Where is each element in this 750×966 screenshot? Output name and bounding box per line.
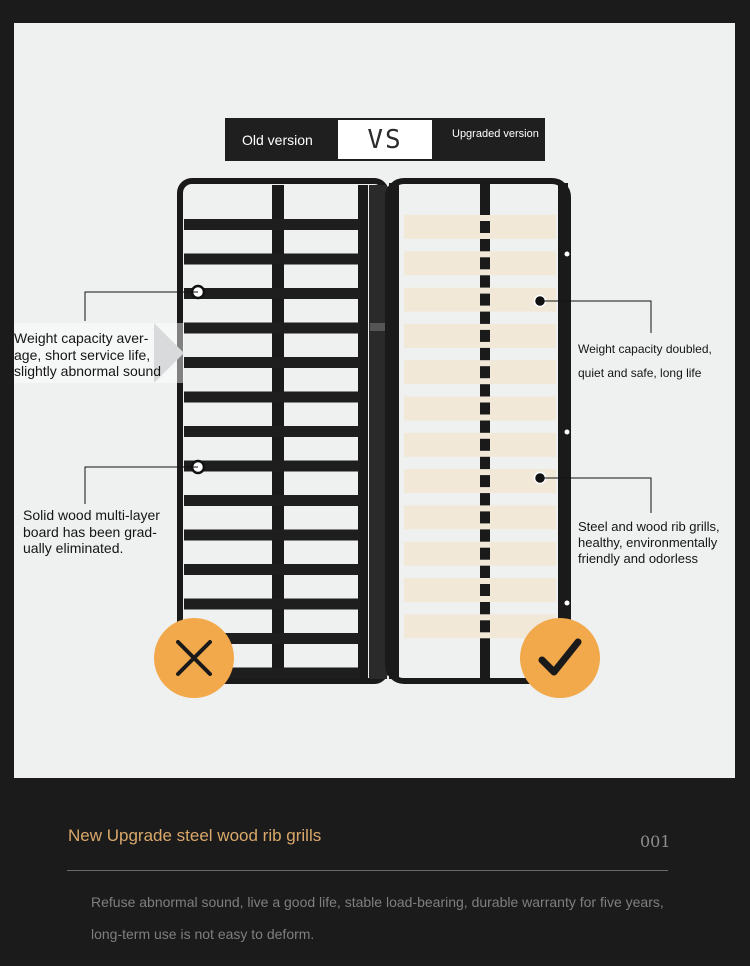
upgraded-version-label: Upgraded version xyxy=(452,128,539,140)
slat-clip xyxy=(480,475,490,488)
old-version-badge xyxy=(154,618,234,698)
slat-clip xyxy=(480,511,490,524)
old-weight-callout: Weight capacity aver- age, short service… xyxy=(14,330,162,379)
footer-title: New Upgrade steel wood rib grills xyxy=(68,826,322,845)
checkmark-icon xyxy=(538,638,582,676)
old-wood-callout: Solid wood multi-layer board has been gr… xyxy=(23,507,160,556)
vs-label: VS xyxy=(338,120,432,159)
bed-frame-illustration xyxy=(14,178,652,684)
slat-clip xyxy=(480,620,490,633)
divider xyxy=(67,870,668,871)
slat-clip xyxy=(480,584,490,596)
old-version-label: Old version xyxy=(242,132,313,148)
footer-description: Refuse abnormal sound, live a good life,… xyxy=(91,894,664,942)
new-frame xyxy=(385,178,652,684)
slat-clip xyxy=(480,547,490,560)
slat-clip xyxy=(480,366,490,379)
new-weight-callout: Weight capacity doubled, quiet and safe,… xyxy=(578,342,712,380)
new-version-badge xyxy=(520,618,600,698)
slat-clip xyxy=(480,438,490,451)
slat-clip xyxy=(480,221,490,233)
old-slat xyxy=(184,633,360,644)
new-material-callout: Steel and wood rib grills, healthy, envi… xyxy=(578,519,720,566)
old-slat xyxy=(184,667,360,679)
old-slat xyxy=(184,460,360,472)
old-slat xyxy=(184,391,360,403)
slat-clip xyxy=(480,329,490,342)
old-slat xyxy=(184,288,360,299)
old-slat xyxy=(184,426,360,437)
product-image-panel: Old version VS Upgraded version Weight c… xyxy=(14,23,735,778)
old-slat xyxy=(184,564,360,575)
old-slat xyxy=(184,598,360,610)
slat-clip xyxy=(480,257,490,270)
old-slat xyxy=(184,357,360,368)
version-comparison-bar: Old version VS Upgraded version xyxy=(225,118,545,161)
slat-clip xyxy=(480,402,490,415)
cross-icon xyxy=(176,640,212,676)
old-slat xyxy=(184,495,360,506)
old-slat xyxy=(184,253,360,265)
section-number: 001 xyxy=(640,832,671,851)
old-slat xyxy=(184,322,360,334)
old-slat xyxy=(184,529,360,541)
old-frame xyxy=(84,178,389,684)
slat-clip xyxy=(480,293,490,306)
old-slat xyxy=(184,219,360,230)
